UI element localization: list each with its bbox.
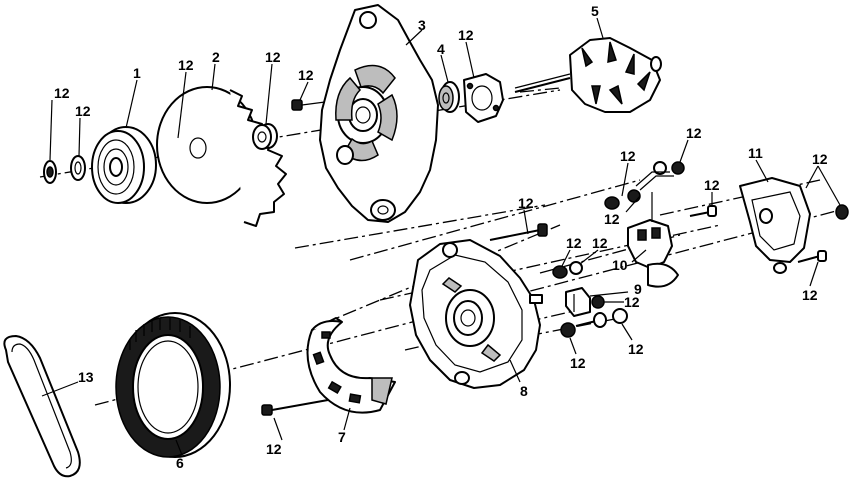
callout-labels: 12 12 1 12 2 12 12 3 4 12 5 12 12 11 12 … [54,3,828,471]
callout-8: 8 [520,383,528,399]
nut-washer-left-2 [70,155,86,181]
callout-12-l: 12 [518,195,534,211]
callout-12-p: 12 [802,287,818,303]
rectifier-bridge [306,317,396,414]
brush-holder-regulator [627,171,679,288]
stator [115,312,231,458]
callout-13: 13 [78,369,94,385]
nut-washer-left-1 [43,160,57,184]
callout-12-a: 12 [54,85,70,101]
leader-lines [41,17,841,456]
rectifier-bolt [261,399,329,416]
callout-12-j: 12 [704,177,720,193]
through-bolt-upper [489,223,548,241]
callout-12-s: 12 [266,441,282,457]
callout-5: 5 [591,3,599,19]
terminal-nut-1 [552,265,568,279]
callout-11: 11 [748,145,763,161]
drive-end-frame [319,4,439,223]
callout-12-q: 12 [628,341,644,357]
cover-nut-right [835,204,849,220]
terminal-bolt-4 [575,312,607,328]
callout-12-h: 12 [620,148,636,164]
callout-12-g: 12 [686,125,702,141]
terminal-nut-2 [569,261,583,275]
terminal-nut-5 [560,322,576,338]
terminal-nut-3 [591,295,605,309]
fan [156,86,287,227]
pulley [91,126,157,204]
callout-9: 9 [634,281,642,297]
callout-12-c: 12 [178,57,194,73]
callout-12-f: 12 [458,27,474,43]
rear-cover [739,177,811,274]
callout-1: 1 [133,65,141,81]
callout-2: 2 [212,49,220,65]
bearing-retainer-plate [463,73,504,123]
spacer-sleeve [252,123,278,150]
callout-6: 6 [176,455,184,471]
callout-12-e: 12 [298,67,314,83]
callout-4: 4 [437,41,445,57]
callout-12-o: 12 [624,294,640,310]
washer-upper-4 [653,161,667,175]
drive-belt [3,335,81,478]
capacitor-bracket [565,287,591,317]
nut-upper-1 [604,196,620,210]
callout-12-d: 12 [265,49,281,65]
callout-12-i: 12 [812,151,828,167]
callout-3: 3 [418,17,426,33]
drive-end-bolt [291,99,326,111]
cover-bolt-lower [797,250,827,263]
callout-12-k: 12 [604,211,620,227]
bearing [438,81,460,113]
callout-7: 7 [338,429,346,445]
callout-10: 10 [612,257,628,273]
terminal-washer-6 [612,308,628,324]
callout-12-n: 12 [592,235,608,251]
callout-12-b: 12 [75,103,91,119]
callout-12-m: 12 [566,235,582,251]
nut-upper-3 [671,161,685,175]
nut-upper-2 [627,189,641,203]
slip-ring-end-frame [409,239,543,389]
callout-12-r: 12 [570,355,586,371]
cover-bolt-upper [689,205,717,217]
rotor [514,37,662,113]
